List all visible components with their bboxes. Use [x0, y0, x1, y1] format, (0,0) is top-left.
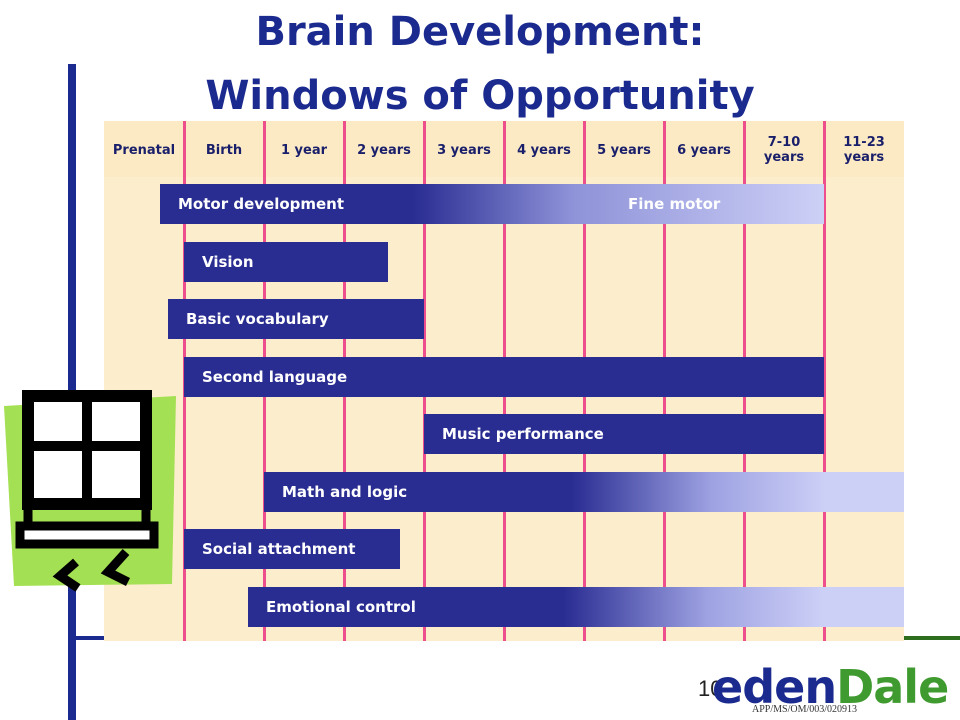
windows-of-opportunity-chart: Prenatal Birth 1 year 2 years 3 years 4 years… [104, 121, 904, 641]
age-column-label: Prenatal [112, 142, 176, 158]
window-bar: Emotional control [248, 586, 904, 627]
age-column-label: 6 years [677, 142, 731, 158]
window-bar-label: Vision [202, 252, 254, 271]
page-number: 10 [698, 676, 723, 701]
window-bar: Second language [184, 356, 824, 397]
window-bar-label: Second language [202, 367, 348, 386]
window-bar-label: Music performance [442, 425, 604, 443]
window-bar: Music performance [424, 414, 824, 454]
logo-dale: Dale [836, 660, 949, 714]
slide-title-line2: Windows of Opportunity [205, 73, 755, 119]
age-column-label: 3 years [437, 142, 491, 158]
window-bar-sublabel: Fine motor [628, 195, 721, 213]
age-column-label: 7-10 years [763, 135, 805, 165]
window-bar: Motor development Fine motor [160, 184, 824, 224]
age-column-label: 5 years [597, 142, 651, 158]
window-bar: Vision [184, 241, 388, 282]
window-bar-label: Math and logic [282, 482, 408, 501]
window-icon [4, 390, 176, 592]
window-bar: Social attachment [184, 529, 400, 569]
edendale-logo: edenDale [712, 660, 949, 714]
window-bar: Basic vocabulary [168, 299, 424, 339]
window-bar-label: Motor development [178, 195, 345, 213]
document-code: APP/MS/OM/003/020913 [752, 704, 858, 715]
window-bar-label: Emotional control [266, 597, 416, 616]
window-bar-label: Social attachment [202, 540, 356, 558]
age-column-label: Birth [205, 142, 243, 158]
age-column-label: 2 years [357, 142, 411, 158]
age-divider-line [823, 121, 826, 641]
logo-eden: eden [712, 660, 837, 714]
age-column-label: 11-23 years [843, 135, 885, 165]
age-column-label: 4 years [517, 142, 571, 158]
age-column-label: 1 year [280, 142, 328, 158]
window-bar: Math and logic [264, 471, 904, 512]
window-bar-label: Basic vocabulary [186, 310, 329, 328]
slide-title-line1: Brain Development: [255, 9, 705, 55]
